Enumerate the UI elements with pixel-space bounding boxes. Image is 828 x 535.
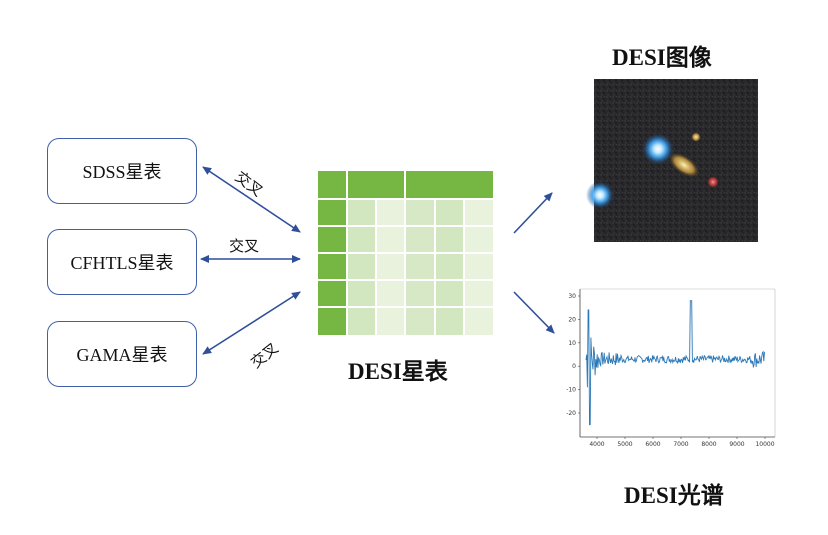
desi-image-cutout — [586, 79, 758, 242]
spectrum-x-tick: 8000 — [701, 441, 716, 448]
spectrum-y-tick: 30 — [568, 293, 576, 300]
sdss-catalog-label: SDSS星表 — [82, 162, 162, 182]
desi-catalog-title: DESI星表 — [348, 359, 448, 384]
arrow-desi-image — [513, 192, 553, 234]
arrow-sdss-desi — [202, 166, 301, 233]
spectrum-line — [585, 300, 765, 426]
spectrum-x-tick: 9000 — [729, 441, 744, 448]
cfhtls-catalog-box: CFHTLS星表 — [47, 229, 197, 295]
spectrum-y-tick: -20 — [566, 410, 576, 417]
spectrum-y-tick: 0 — [572, 363, 576, 370]
spectrum-x-tick: 5000 — [617, 441, 632, 448]
spectrum-y-tick: 20 — [568, 316, 576, 323]
arrow-gama-desi — [202, 291, 301, 355]
arrow-desi-spectrum — [513, 291, 555, 334]
crossmatch-label-cfhtls: 交叉 — [229, 239, 260, 255]
spectrum-x-tick: 4000 — [589, 441, 604, 448]
desi-image-title: DESI图像 — [612, 45, 712, 70]
desi-spectrum-title: DESI光谱 — [624, 483, 724, 508]
gama-catalog-box: GAMA星表 — [47, 321, 197, 387]
spectrum-x-tick: 10000 — [755, 441, 774, 448]
sdss-catalog-box: SDSS星表 — [47, 138, 197, 204]
spectrum-x-tick: 7000 — [673, 441, 688, 448]
spectrum-y-tick: 10 — [568, 340, 576, 347]
spectrum-x-tick: 6000 — [645, 441, 660, 448]
gama-catalog-label: GAMA星表 — [76, 345, 168, 365]
desi-spectrum-plot: 30 20 10 0 -10 -20 4000 5000 6000 7000 8000 9000 10… — [566, 288, 776, 448]
cfhtls-catalog-label: CFHTLS星表 — [70, 253, 174, 273]
spectrum-y-tick: -10 — [566, 387, 576, 394]
desi-catalog-table — [318, 171, 493, 335]
